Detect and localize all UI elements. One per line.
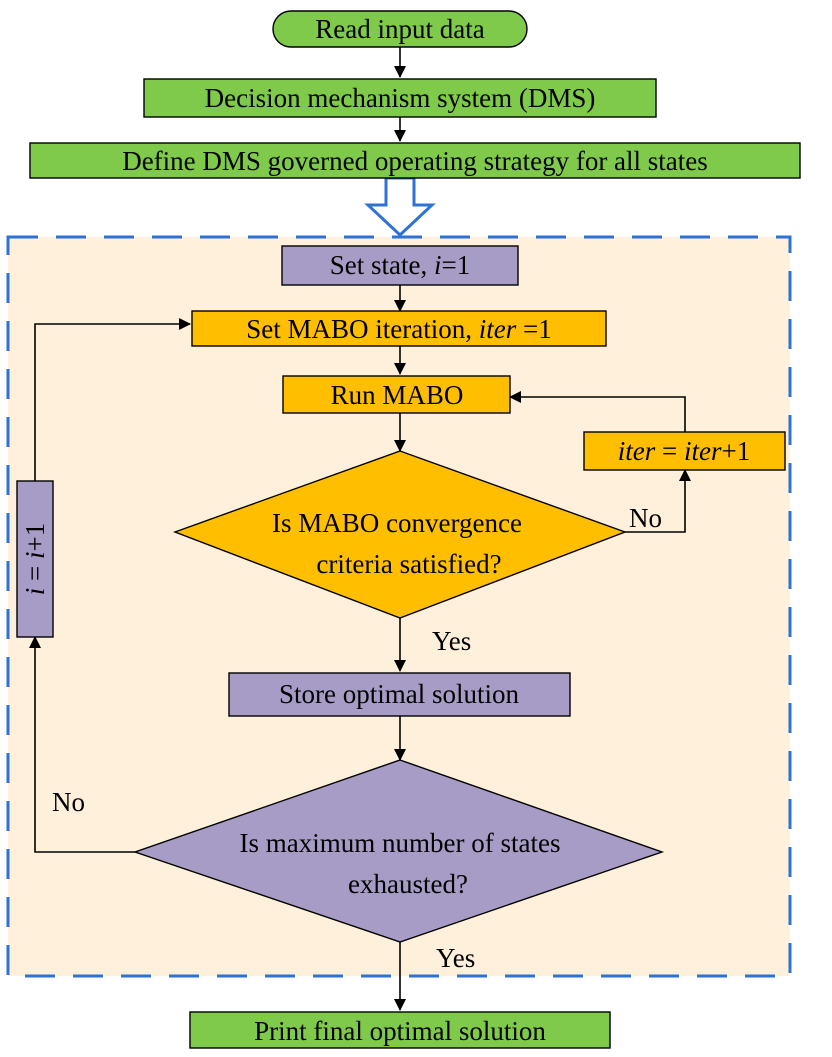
convergence-yes-label: Yes xyxy=(432,626,471,656)
convergence-question-line2: criteria satisfied? xyxy=(316,549,501,579)
convergence-question-line1: Is MABO convergence xyxy=(272,508,522,538)
max-states-question-line2: exhausted? xyxy=(348,869,468,899)
store-solution-node xyxy=(228,672,571,717)
states-no-label: No xyxy=(52,787,85,817)
iter-increment-node xyxy=(583,431,786,471)
convergence-decision-node xyxy=(172,450,628,619)
print-final-label: Print final optimal solution xyxy=(254,1016,546,1046)
i-increment-node xyxy=(16,480,54,638)
arrow-convergence-no-to-increment xyxy=(625,469,691,533)
run-mabo-label: Run MABO xyxy=(331,380,464,410)
dms-node xyxy=(143,78,657,118)
states-yes-label: Yes xyxy=(436,943,475,973)
max-states-question-line1: Is maximum number of states xyxy=(240,828,561,858)
define-strategy-node xyxy=(29,142,801,179)
dms-label: Decision mechanism system (DMS) xyxy=(205,83,596,113)
read-input-label: Read input data xyxy=(315,14,484,44)
set-state-node xyxy=(281,245,519,286)
arrow-states-no-to-i-increment xyxy=(29,636,135,853)
max-states-decision-node xyxy=(132,759,665,943)
iter-increment-label: iter = iter+1 xyxy=(618,436,750,466)
convergence-no-label: No xyxy=(629,503,662,533)
set-iter-node xyxy=(191,310,607,347)
set-state-label: Set state, i=1 xyxy=(330,250,470,280)
run-mabo-node xyxy=(282,375,511,414)
set-iter-label: Set MABO iteration, iter =1 xyxy=(246,314,551,344)
define-strategy-label: Define DMS governed operating strategy f… xyxy=(122,146,708,176)
print-final-node xyxy=(189,1011,611,1049)
read-input-node xyxy=(272,10,528,48)
arrow-i-increment-to-set-iter xyxy=(34,318,191,481)
i-increment-label: i = i+1 xyxy=(20,523,50,596)
big-down-arrow xyxy=(364,176,436,238)
arrow-increment-to-run xyxy=(509,391,686,432)
store-solution-label: Store optimal solution xyxy=(279,679,519,709)
